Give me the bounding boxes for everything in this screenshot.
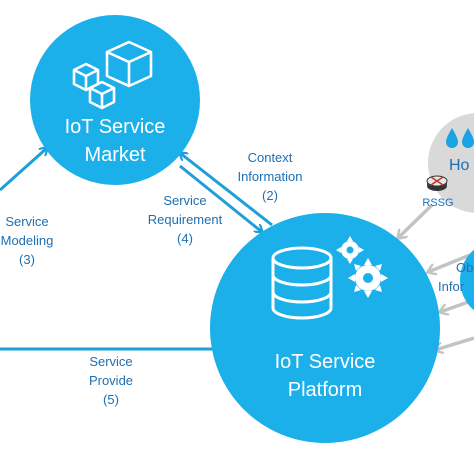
object-node-circle bbox=[460, 249, 474, 311]
service-requirement-label: Service Requirement (4) bbox=[135, 191, 235, 248]
rssg-label-text: RSSG bbox=[422, 197, 454, 209]
service-requirement-line1: Service bbox=[163, 193, 207, 208]
service-modeling-arrow bbox=[0, 148, 47, 192]
rssg-label: RSSG bbox=[420, 196, 456, 210]
right-to-platform-arrow-2 bbox=[435, 336, 474, 350]
rssg-to-platform-arrow bbox=[398, 203, 434, 238]
service-requirement-arrow bbox=[179, 164, 262, 232]
context-information-label: Context Information (2) bbox=[222, 148, 318, 205]
service-modeling-line3: (3) bbox=[19, 252, 35, 267]
cubes-icon bbox=[72, 40, 153, 110]
service-modeling-line2: Modeling bbox=[0, 233, 54, 248]
platform-title-line2: Platform bbox=[287, 379, 363, 401]
service-provide-line3: (5) bbox=[103, 392, 119, 407]
context-information-line1: Context bbox=[247, 150, 293, 165]
service-requirement-line2: Requirement bbox=[147, 212, 223, 227]
service-provide-line2: Provide bbox=[88, 373, 134, 388]
home-label: Ho bbox=[449, 156, 469, 175]
market-title-line1: IoT Service bbox=[64, 116, 166, 138]
platform-circle bbox=[210, 213, 440, 443]
service-modeling-label: Service Modeling (3) bbox=[0, 212, 62, 269]
object-information-line1: Ob bbox=[456, 260, 474, 275]
home-label-text: Ho bbox=[449, 157, 470, 174]
object-info-to-platform-arrow bbox=[428, 253, 471, 272]
service-provide-line1: Service bbox=[89, 354, 133, 369]
service-provide-label: Service Provide (5) bbox=[75, 352, 147, 409]
context-information-line2: Information bbox=[237, 169, 303, 184]
object-information-label: Ob Infor bbox=[438, 258, 473, 296]
platform-title-line1: IoT Service bbox=[274, 351, 376, 373]
object-information-line2: Infor bbox=[438, 279, 465, 294]
service-modeling-line1: Service bbox=[5, 214, 49, 229]
market-title-line2: Market bbox=[84, 144, 146, 166]
context-information-line3: (2) bbox=[262, 188, 278, 203]
context-information-arrow bbox=[180, 153, 273, 227]
market-title: IoT Service Market bbox=[35, 113, 195, 169]
blue-arrows bbox=[0, 148, 273, 351]
router-icon bbox=[426, 175, 448, 191]
service-requirement-line3: (4) bbox=[177, 231, 193, 246]
database-gears-icon bbox=[271, 236, 388, 320]
platform-title: IoT Service Platform bbox=[245, 348, 405, 404]
water-drops-icon bbox=[446, 128, 474, 148]
